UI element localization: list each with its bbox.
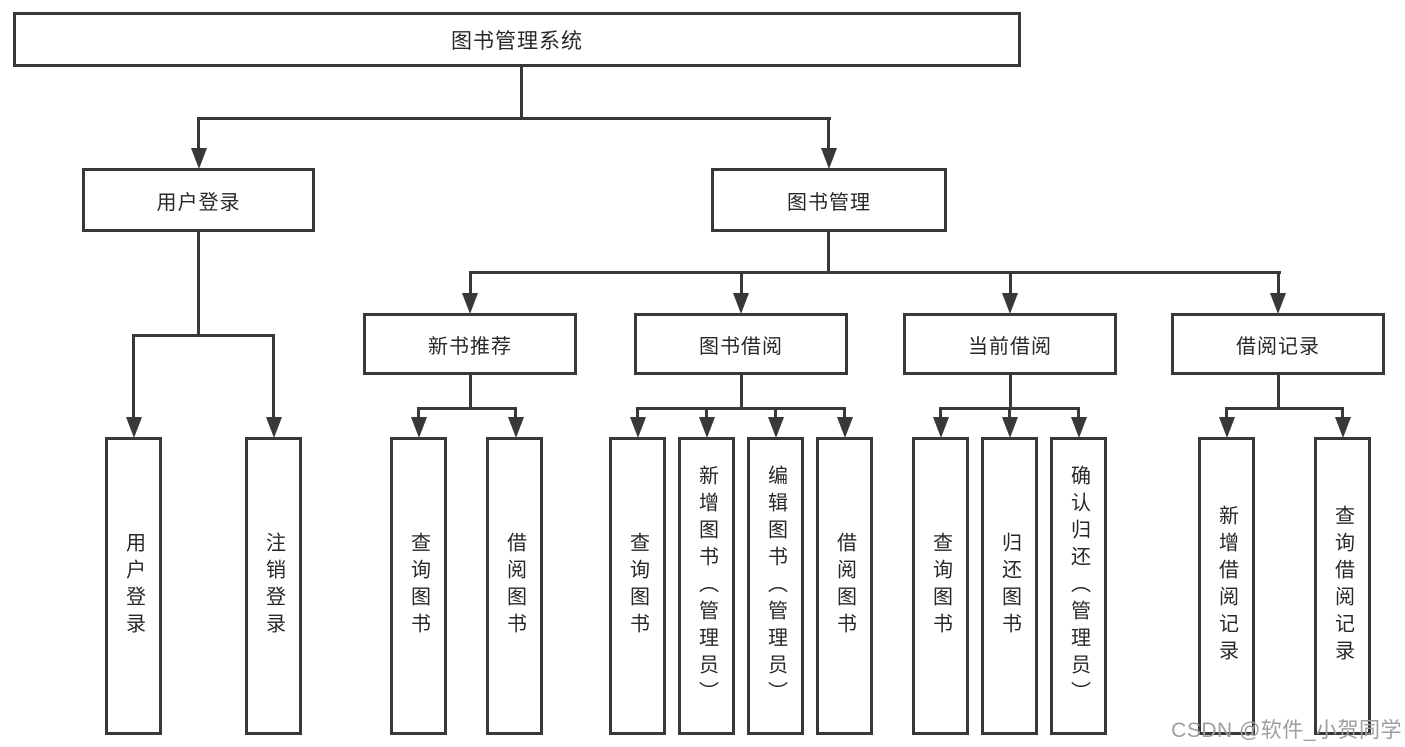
- leaf-user-login-label: 用户登录: [122, 532, 145, 640]
- connector-drop-leaf: [705, 408, 708, 420]
- connector-drop-level3: [468, 272, 472, 297]
- connector-drop-leaf: [843, 408, 846, 420]
- leaf-query-books-current-label: 查询图书: [929, 532, 952, 640]
- leaf-borrow-books-recommend: 借阅图书: [486, 437, 543, 735]
- connector-drop-leaf: [1225, 408, 1228, 420]
- node-current-borrow: 当前借阅: [903, 313, 1117, 375]
- arrow-down-icon: [190, 148, 207, 169]
- leaf-borrow-books-recommend-label: 借阅图书: [503, 532, 526, 640]
- leaf-query-books-borrow-label: 查询图书: [626, 532, 649, 640]
- leaf-query-borrow-record-label: 查询借阅记录: [1331, 505, 1354, 667]
- connector-drop-leaf: [636, 408, 639, 420]
- connector-drop-leaf: [774, 408, 777, 420]
- node-book-borrow-label: 图书借阅: [699, 335, 783, 358]
- connector-drop-leaf: [1341, 408, 1344, 420]
- connector-bar: [1225, 406, 1344, 410]
- connector-stub: [1008, 375, 1012, 410]
- csdn-watermark: CSDN @软件_小贺同学: [1171, 719, 1402, 742]
- arrow-down-icon: [1270, 293, 1286, 314]
- node-current-borrow-label: 当前借阅: [968, 335, 1052, 358]
- arrow-down-icon: [767, 417, 784, 438]
- leaf-query-borrow-record: 查询借阅记录: [1314, 437, 1371, 735]
- arrow-down-icon: [836, 417, 853, 438]
- connector-book-management-stub: [827, 232, 830, 274]
- arrow-down-icon: [507, 417, 524, 438]
- node-borrow-records: 借阅记录: [1171, 313, 1385, 375]
- connector-drop-level3: [1008, 272, 1012, 297]
- node-user-login-label: 用户登录: [156, 191, 241, 214]
- connector-root-bar: [197, 116, 831, 120]
- leaf-edit-books-admin: 编辑图书（管理员）: [747, 437, 804, 735]
- arrow-down-icon: [1001, 417, 1018, 438]
- node-user-login: 用户登录: [82, 168, 315, 232]
- arrow-down-icon: [1218, 417, 1235, 438]
- arrow-down-icon: [1334, 417, 1351, 438]
- connector-drop-leaf: [514, 408, 517, 420]
- leaf-confirm-return-admin: 确认归还（管理员）: [1050, 437, 1107, 735]
- arrow-down-icon: [1002, 293, 1018, 314]
- arrow-down-icon: [265, 417, 282, 438]
- arrow-down-icon: [410, 417, 427, 438]
- leaf-return-books-label: 归还图书: [998, 532, 1021, 640]
- connector-drop-leaf: [132, 335, 135, 421]
- leaf-confirm-return-admin-label: 确认归还（管理员）: [1067, 464, 1090, 708]
- connector-drop-leaf: [272, 335, 275, 421]
- connector-user-login-bar: [132, 333, 275, 337]
- connector-stub: [1276, 375, 1280, 410]
- leaf-edit-books-admin-label: 编辑图书（管理员）: [764, 464, 787, 708]
- arrow-down-icon: [932, 417, 949, 438]
- arrow-down-icon: [462, 293, 478, 314]
- leaf-user-login: 用户登录: [105, 437, 162, 735]
- node-new-book-recommend: 新书推荐: [363, 313, 577, 375]
- node-book-management-label: 图书管理: [787, 191, 871, 214]
- arrow-down-icon: [733, 293, 749, 314]
- leaf-query-books-current: 查询图书: [912, 437, 969, 735]
- connector-drop-leaf: [417, 408, 420, 420]
- node-root: 图书管理系统: [13, 12, 1021, 67]
- connector-drop-level3: [1276, 272, 1280, 297]
- node-new-book-recommend-label: 新书推荐: [428, 335, 512, 358]
- connector-stub: [468, 375, 472, 410]
- arrow-down-icon: [820, 148, 837, 169]
- connector-root-stub: [520, 67, 523, 120]
- connector-drop-user-login: [197, 118, 200, 151]
- node-borrow-records-label: 借阅记录: [1236, 335, 1320, 358]
- connector-bar: [636, 406, 846, 410]
- leaf-logout: 注销登录: [245, 437, 302, 735]
- leaf-borrow-books: 借阅图书: [816, 437, 873, 735]
- leaf-return-books: 归还图书: [981, 437, 1038, 735]
- leaf-borrow-books-label: 借阅图书: [833, 532, 856, 640]
- connector-bar: [417, 406, 517, 410]
- leaf-query-books-borrow: 查询图书: [609, 437, 666, 735]
- leaf-add-books-admin: 新增图书（管理员）: [678, 437, 735, 735]
- leaf-add-books-admin-label: 新增图书（管理员）: [695, 464, 718, 708]
- connector-user-login-stub: [197, 232, 200, 337]
- connector-drop-book-management: [827, 118, 830, 151]
- arrow-down-icon: [125, 417, 142, 438]
- leaf-query-books-recommend-label: 查询图书: [407, 532, 430, 640]
- node-root-label: 图书管理系统: [451, 29, 583, 53]
- arrow-down-icon: [629, 417, 646, 438]
- connector-stub: [739, 375, 743, 410]
- connector-drop-leaf: [939, 408, 942, 420]
- leaf-add-borrow-record: 新增借阅记录: [1198, 437, 1255, 735]
- leaf-query-books-recommend: 查询图书: [390, 437, 447, 735]
- connector-drop-leaf: [1077, 408, 1080, 420]
- connector-drop-level3: [739, 272, 743, 297]
- arrow-down-icon: [698, 417, 715, 438]
- connector-drop-leaf: [1008, 408, 1011, 420]
- arrow-down-icon: [1070, 417, 1087, 438]
- leaf-add-borrow-record-label: 新增借阅记录: [1215, 505, 1238, 667]
- node-book-borrow: 图书借阅: [634, 313, 848, 375]
- leaf-logout-label: 注销登录: [262, 532, 285, 640]
- connector-book-management-bar: [468, 270, 1281, 274]
- node-book-management: 图书管理: [711, 168, 947, 232]
